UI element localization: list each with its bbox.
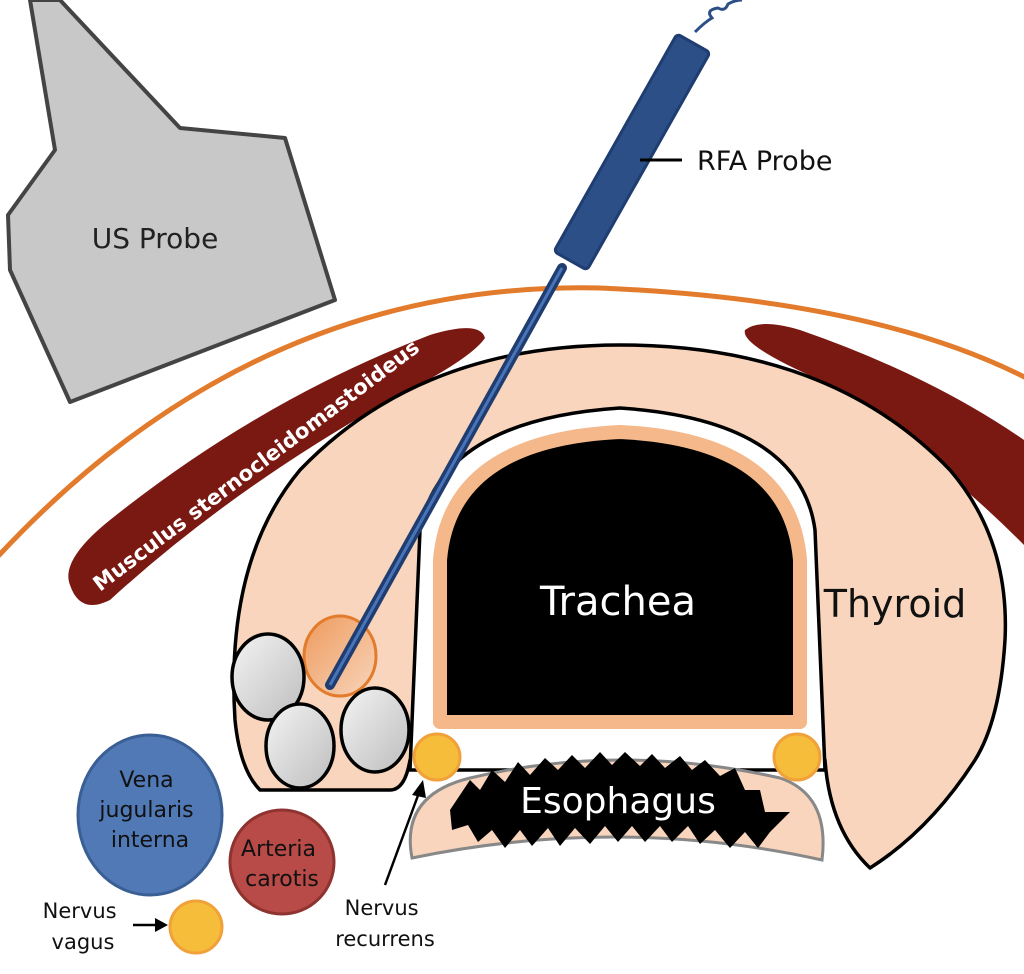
us-probe-label: US Probe: [92, 222, 219, 255]
rfa-probe-label: RFA Probe: [697, 146, 832, 177]
arteria-carotis: [228, 808, 336, 916]
vena-jugularis-interna: [76, 733, 224, 897]
trachea: [433, 425, 807, 729]
esophagus-label: Esophagus: [520, 781, 716, 822]
us-probe: [6, 0, 337, 404]
nervus-recurrens-right: [772, 732, 822, 782]
gray-nodule: [264, 702, 336, 790]
thyroid-label: Thyroid: [823, 582, 967, 626]
gray-nodule: [230, 632, 306, 722]
rfa-wire: [693, 0, 743, 34]
nervus-vagus: [168, 899, 224, 955]
skin-line: [0, 285, 1024, 558]
rfa-needle-highlight: [328, 267, 564, 686]
gray-nodule: [339, 686, 411, 774]
arrow-recurrens: [383, 789, 422, 886]
arteria-label: Arteria carotis: [241, 837, 323, 892]
esophagus-lumen: [450, 752, 790, 848]
muscle-right: [744, 324, 1024, 545]
arrowhead-icon: [412, 780, 426, 798]
trachea-label: Trachea: [539, 579, 696, 625]
muscle-left: [68, 328, 485, 605]
arrowhead-icon: [155, 918, 168, 932]
rfa-handle: [553, 33, 711, 271]
nervus-recurrens-left: [412, 732, 462, 782]
vena-label: Vena jugularis interna: [98, 768, 200, 853]
nervus-vagus-label: Nervus vagus: [43, 899, 124, 954]
nervus-recurrens-label: Nervus recurrens: [335, 896, 435, 951]
